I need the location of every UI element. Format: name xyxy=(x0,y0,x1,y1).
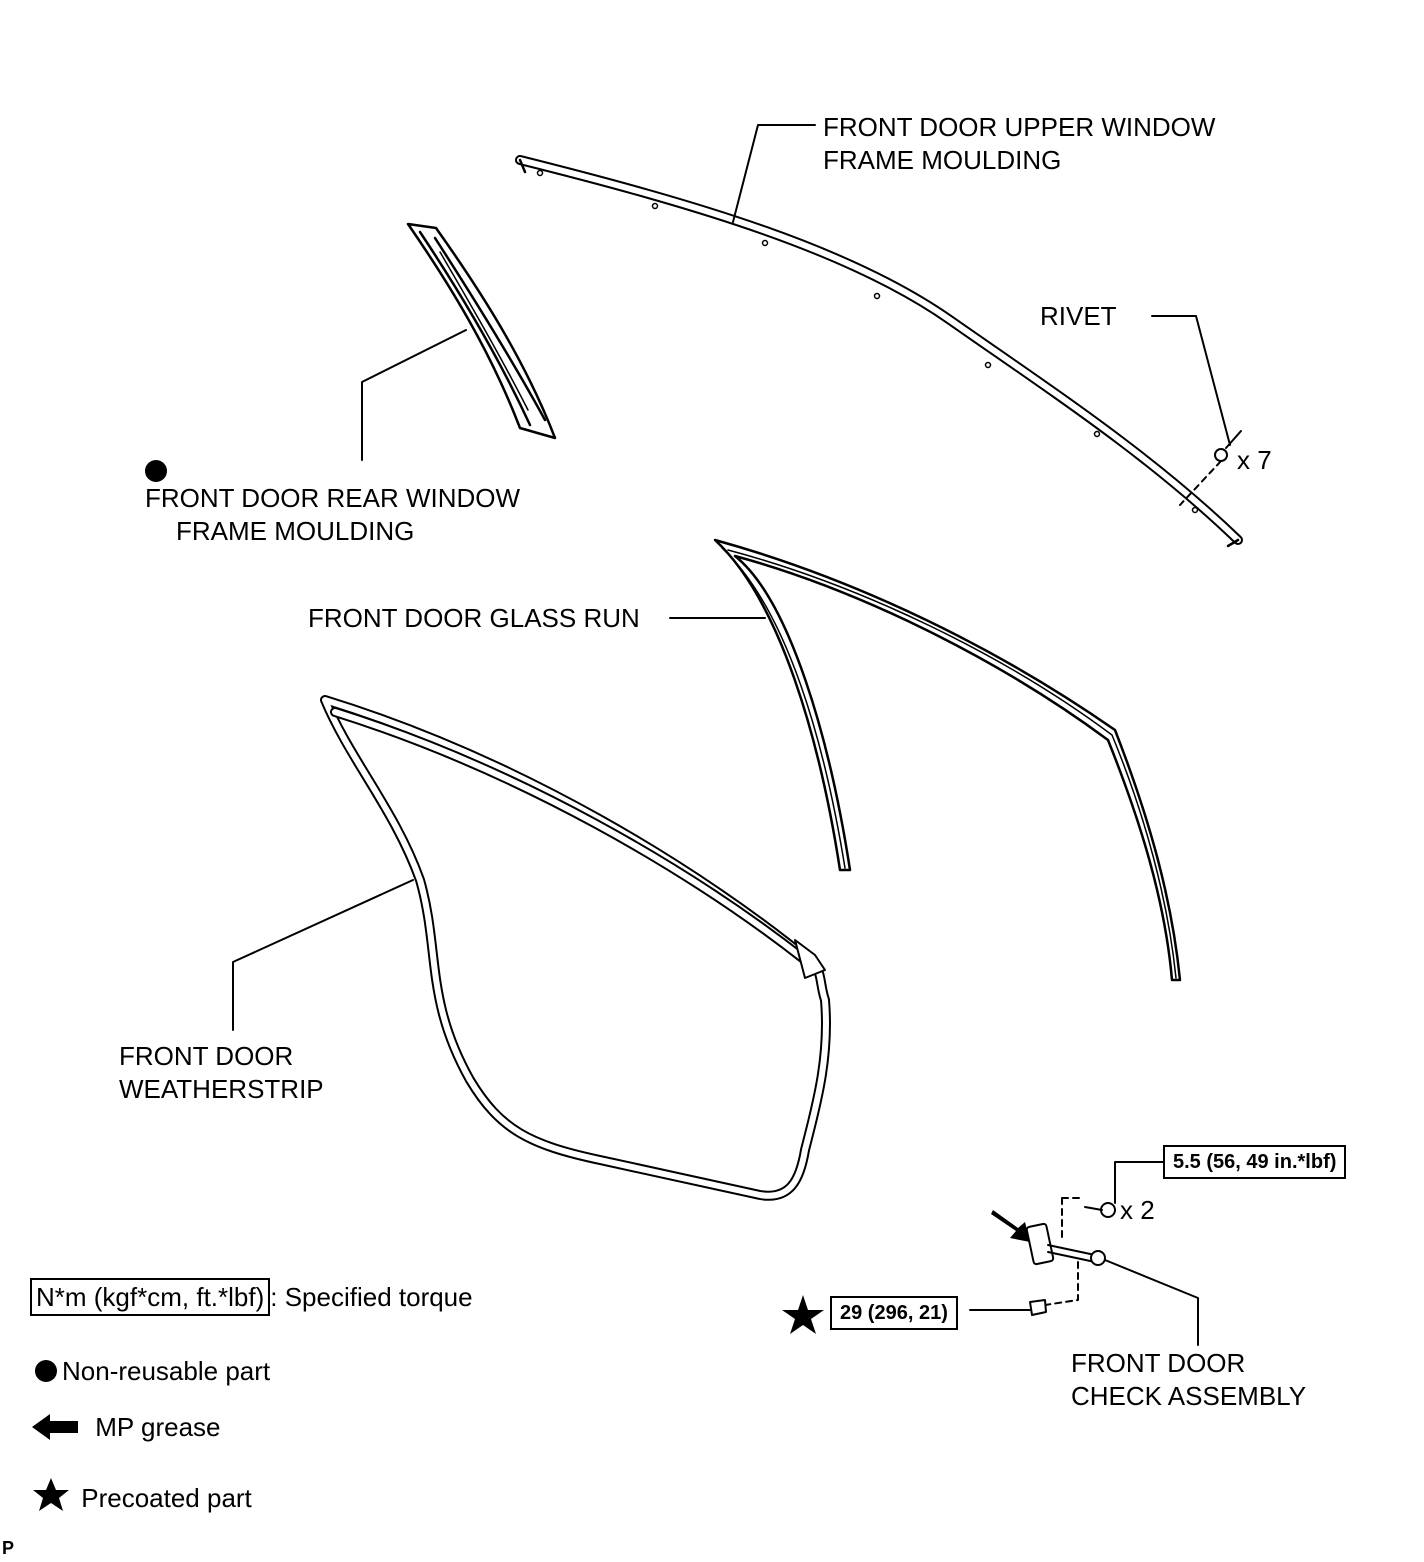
label-upper-window-frame-moulding: FRONT DOOR UPPER WINDOW FRAME MOULDING xyxy=(823,111,1215,177)
torque-box-upper-bolt: 5.5 (56, 49 in.*lbf) xyxy=(1163,1145,1347,1179)
label-text: RIVET xyxy=(1040,301,1117,331)
corner-mark: P xyxy=(2,1538,15,1558)
legend-torque-box: N*m (kgf*cm, ft.*lbf) xyxy=(30,1278,271,1316)
label-check-assembly: FRONT DOOR CHECK ASSEMBLY xyxy=(1071,1347,1306,1413)
legend-precoated: Precoated part xyxy=(32,1477,252,1515)
door-check-assembly xyxy=(1025,1197,1116,1316)
legend-mp-grease-text: MP grease xyxy=(95,1412,221,1442)
label-line: FRAME MOULDING xyxy=(823,145,1062,175)
label-line: FRAME MOULDING xyxy=(176,516,415,546)
label-rear-window-frame-moulding: FRONT DOOR REAR WINDOW FRAME MOULDING xyxy=(145,460,520,548)
left-arrow-icon xyxy=(32,1414,78,1440)
weatherstrip xyxy=(320,695,831,1201)
legend-specified-torque: N*m (kgf*cm, ft.*lbf): Specified torque xyxy=(30,1278,473,1316)
non-reusable-icon xyxy=(145,460,167,482)
torque-box-lower-bolt: 29 (296, 21) xyxy=(830,1296,958,1330)
label-line: FRONT DOOR xyxy=(119,1041,294,1071)
label-line: FRONT DOOR UPPER WINDOW xyxy=(823,112,1216,142)
rivet-icon xyxy=(1179,430,1242,506)
label-rivet-quantity: x 7 xyxy=(1237,445,1272,475)
rear-window-frame-moulding xyxy=(406,222,557,440)
label-weatherstrip: FRONT DOOR WEATHERSTRIP xyxy=(119,1040,324,1106)
label-line: WEATHERSTRIP xyxy=(119,1074,324,1104)
leader-lines xyxy=(232,124,1231,1346)
legend-mp-grease: MP grease xyxy=(30,1411,221,1444)
label-line: FRONT DOOR REAR WINDOW xyxy=(145,483,521,513)
label-line: FRONT DOOR xyxy=(1071,1348,1246,1378)
glass-run xyxy=(713,538,1182,982)
legend-precoated-text: Precoated part xyxy=(81,1483,252,1513)
upper-window-frame-moulding xyxy=(515,155,1243,548)
precoated-star-icon xyxy=(782,1295,824,1334)
legend-non-reusable-text: Non-reusable part xyxy=(62,1356,271,1386)
legend-non-reusable: Non-reusable part xyxy=(35,1355,270,1388)
legend-torque-text: : Specified torque xyxy=(270,1282,473,1312)
label-rivet: RIVET xyxy=(1035,300,1117,335)
star-icon xyxy=(33,1478,69,1511)
label-line: CHECK ASSEMBLY xyxy=(1071,1381,1307,1411)
label-bolt-quantity: x 2 xyxy=(1120,1195,1155,1225)
filled-circle-icon xyxy=(35,1360,57,1382)
label-glass-run: FRONT DOOR GLASS RUN xyxy=(308,603,640,633)
grease-arrow-icon xyxy=(991,1210,1030,1242)
